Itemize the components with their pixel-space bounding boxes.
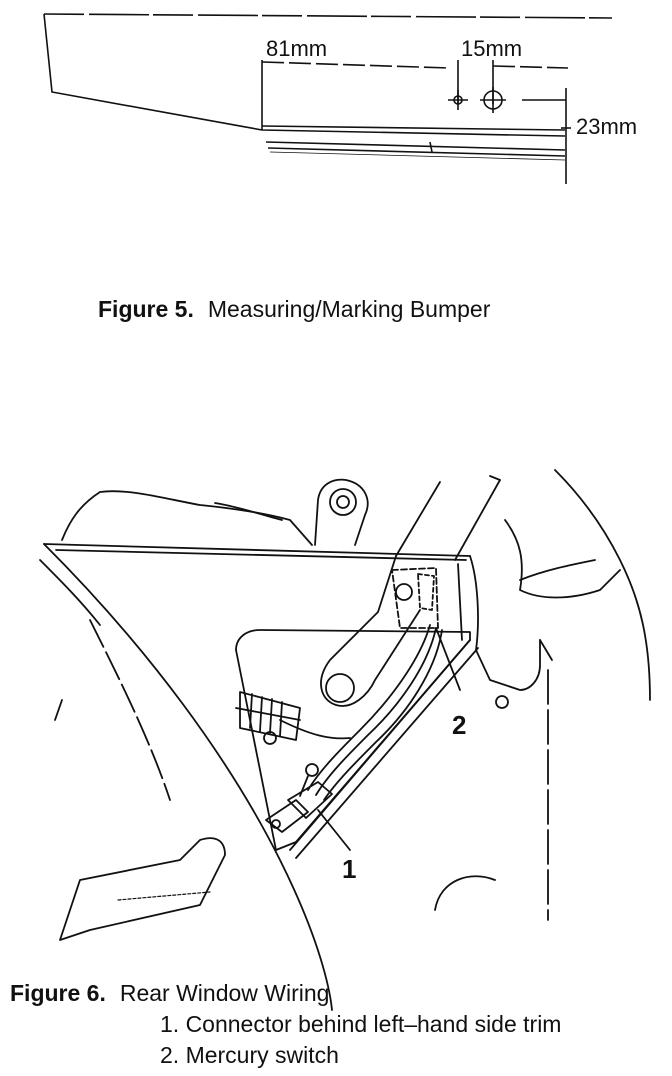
connector-1 xyxy=(287,781,333,819)
figure5-diagram: 81mm 15mm 23mm xyxy=(43,13,637,184)
legend-item-2: 2. Mercury switch xyxy=(160,1042,339,1068)
hinge-pivot-hole xyxy=(325,673,355,703)
callout-1: 1 xyxy=(342,854,356,884)
top-bolt-bracket xyxy=(314,478,369,546)
label-15mm: 15mm xyxy=(461,36,522,61)
callout-1-leader xyxy=(317,809,351,851)
switch-bolt-icon xyxy=(395,583,413,601)
label-23mm: 23mm xyxy=(576,114,637,139)
bumper-outline xyxy=(43,13,613,19)
body-pillar xyxy=(469,555,541,691)
wiring-connector-tube xyxy=(239,691,301,741)
label-81mm: 81mm xyxy=(266,36,327,61)
figure6-caption-text: Rear Window Wiring xyxy=(119,980,330,1006)
figure5-caption-label: Figure 5. xyxy=(98,296,194,322)
trim-edge xyxy=(289,639,471,851)
pillar-hole-icon xyxy=(495,695,509,709)
figure5-caption-text: Measuring/Marking Bumper xyxy=(207,296,491,322)
legend-item-1: 1. Connector behind left–hand side trim xyxy=(160,1011,562,1037)
figure5-caption: Figure 5. Measuring/Marking Bumper xyxy=(98,296,490,323)
rear-quarter-panel xyxy=(554,469,651,701)
trim-panel-opening xyxy=(235,629,471,851)
callout-2: 2 xyxy=(452,710,466,740)
hinge-arm xyxy=(320,555,421,707)
wiring-harness xyxy=(307,624,431,791)
side-panel-curve xyxy=(43,543,333,1011)
callout-2-leader xyxy=(435,627,461,691)
figure6-caption-label: Figure 6. xyxy=(10,980,106,1006)
top-bolt-icon xyxy=(329,488,357,516)
seat-belt-buckle xyxy=(59,837,226,941)
shelf-top-edge xyxy=(43,543,471,557)
window-pillar xyxy=(395,481,441,557)
switch-bracket xyxy=(391,567,439,629)
figure6-caption: Figure 6. Rear Window Wiring xyxy=(10,980,329,1007)
